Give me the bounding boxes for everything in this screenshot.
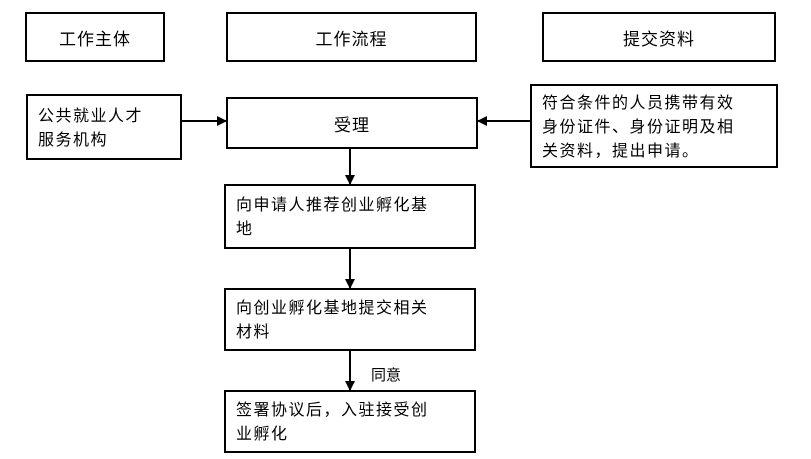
- header-materials-label: 提交资料: [623, 29, 695, 50]
- materials-description-line1: 符合条件的人员携带有效: [542, 93, 735, 112]
- step-sign-box: 签署协议后，入驻接受创 业孵化: [224, 390, 476, 453]
- subject-organization-line1: 公共就业人才: [38, 106, 144, 125]
- subject-organization-line2: 服务机构: [38, 130, 109, 149]
- step-sign-line1: 签署协议后，入驻接受创: [236, 400, 429, 419]
- materials-description-line3: 关资料，提出申请。: [542, 141, 700, 160]
- header-process-box: 工作流程: [226, 12, 477, 62]
- materials-description-line2: 身份证件、身份证明及相: [542, 117, 735, 136]
- header-process-label: 工作流程: [315, 29, 388, 50]
- step-submit-line1: 向创业孵化基地提交相关: [236, 298, 429, 317]
- step-recommend-line1: 向申请人推荐创业孵化基: [236, 195, 429, 214]
- step-recommend-box: 向申请人推荐创业孵化基 地: [224, 184, 476, 249]
- step-recommend-line2: 地: [236, 219, 254, 238]
- step-accept-box: 受理: [226, 97, 478, 149]
- edge-label-agree: 同意: [371, 366, 402, 384]
- header-subject-label: 工作主体: [59, 29, 131, 50]
- step-sign-line2: 业孵化: [236, 424, 289, 443]
- step-accept-label: 受理: [334, 115, 370, 136]
- header-subject-box: 工作主体: [25, 12, 165, 62]
- subject-organization-box: 公共就业人才 服务机构: [26, 94, 182, 160]
- step-submit-box: 向创业孵化基地提交相关 材料: [224, 288, 476, 351]
- materials-description-box: 符合条件的人员携带有效 身份证件、身份证明及相 关资料，提出申请。: [530, 84, 778, 168]
- header-materials-box: 提交资料: [542, 12, 776, 62]
- step-submit-line2: 材料: [236, 322, 272, 341]
